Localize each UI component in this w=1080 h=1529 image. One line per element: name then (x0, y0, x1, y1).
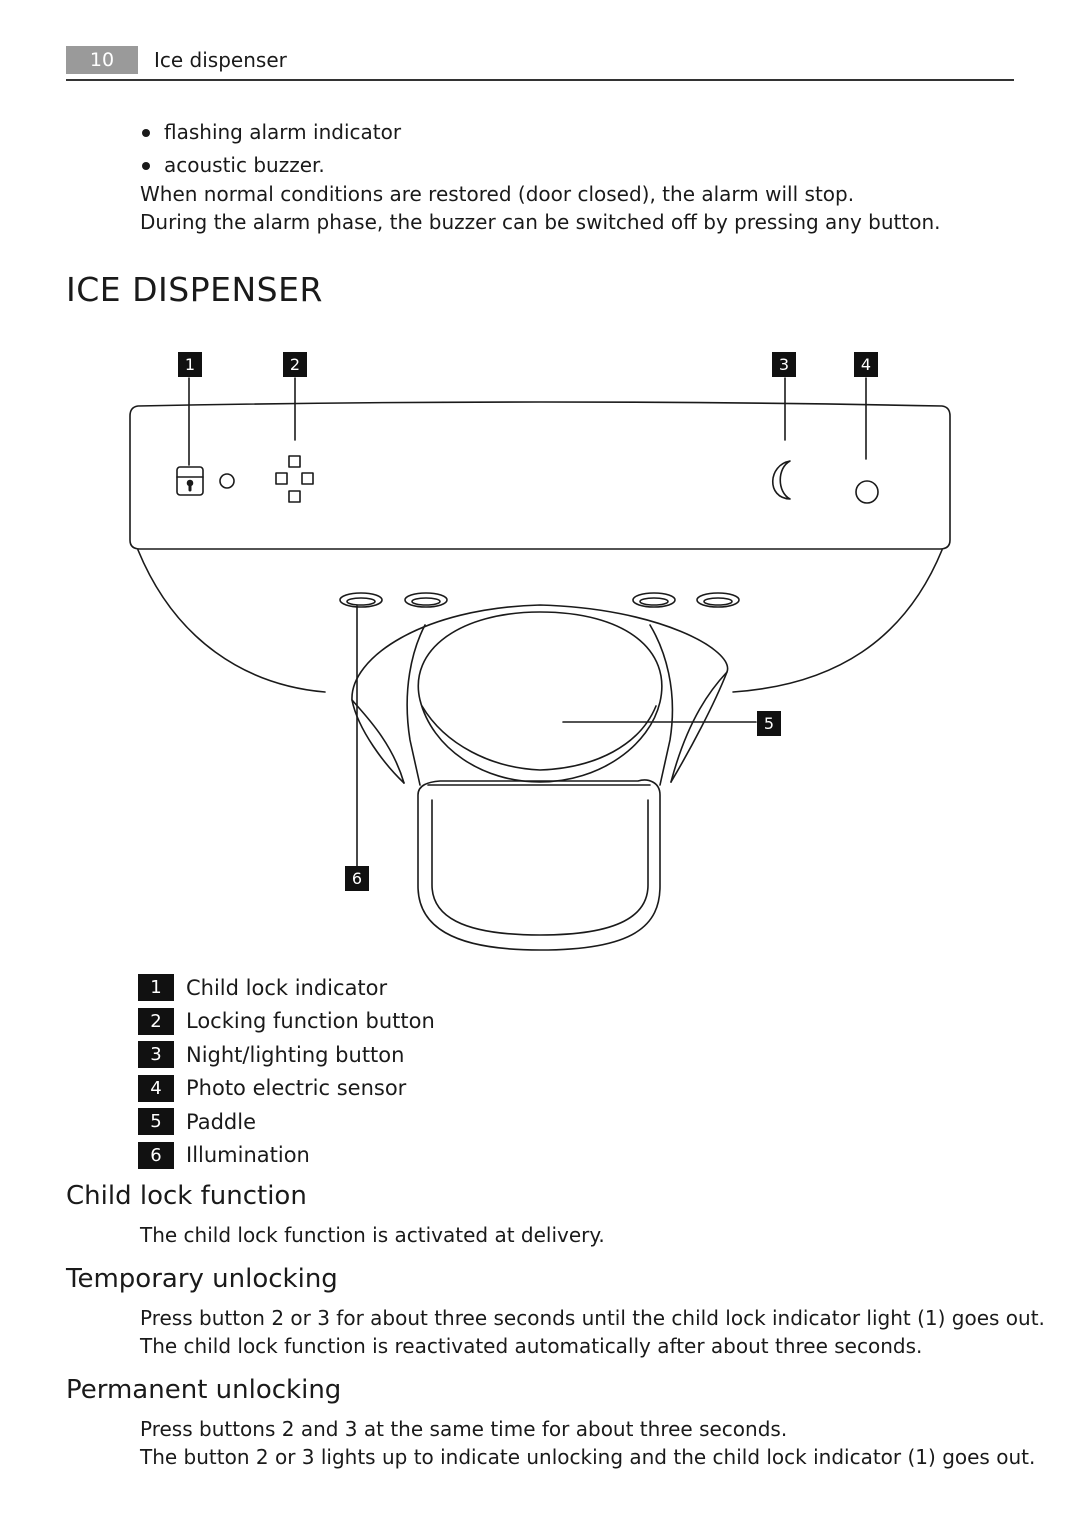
page-header: 10 Ice dispenser (66, 44, 1014, 81)
photo-sensor-icon (855, 480, 879, 504)
alarm-paragraph-2: During the alarm phase, the buzzer can b… (140, 210, 941, 234)
moon-icon (772, 460, 791, 500)
legend-label: Illumination (186, 1143, 310, 1168)
callout-4: 4 (854, 352, 878, 377)
paddle-hood (351, 604, 729, 784)
bullet-item: acoustic buzzer. (140, 149, 401, 182)
alarm-bullet-list: flashing alarm indicator acoustic buzzer… (140, 116, 401, 182)
legend-number: 1 (138, 974, 174, 1002)
legend-number: 4 (138, 1074, 174, 1102)
legend-item: 3 Night/lighting button (138, 1038, 435, 1072)
legend-item: 4 Photo electric sensor (138, 1072, 435, 1106)
legend-number: 6 (138, 1141, 174, 1169)
legend-item: 2 Locking function button (138, 1005, 435, 1039)
child-lock-text: The child lock function is activated at … (140, 1223, 605, 1247)
bullet-item: flashing alarm indicator (140, 116, 401, 149)
legend-item: 5 Paddle (138, 1105, 435, 1139)
diagram-legend: 1 Child lock indicator 2 Locking functio… (138, 971, 435, 1172)
temporary-unlocking-line-1: Press button 2 or 3 for about three seco… (140, 1306, 1045, 1330)
callout-3: 3 (772, 352, 796, 377)
permanent-unlocking-line-2: The button 2 or 3 lights up to indicate … (140, 1445, 1036, 1469)
illumination-light (632, 592, 676, 608)
svg-text:3: 3 (779, 355, 789, 374)
illumination-light (696, 592, 740, 608)
dispenser-housing (137, 549, 326, 693)
legend-number: 2 (138, 1007, 174, 1035)
locking-grid-icon (275, 455, 314, 503)
paddle-lever (417, 779, 661, 951)
svg-text:4: 4 (861, 355, 871, 374)
legend-item: 1 Child lock indicator (138, 971, 435, 1005)
svg-text:6: 6 (352, 869, 362, 888)
section-title: Ice dispenser (154, 48, 287, 72)
svg-text:2: 2 (290, 355, 300, 374)
page-number: 10 (66, 46, 138, 74)
svg-text:5: 5 (764, 714, 774, 733)
child-lock-heading: Child lock function (66, 1181, 307, 1211)
legend-label: Child lock indicator (186, 975, 388, 1000)
callout-5: 5 (757, 711, 781, 736)
callout-1: 1 (178, 352, 202, 377)
svg-text:1: 1 (185, 355, 195, 374)
indicator-light-icon (219, 473, 235, 489)
legend-number: 5 (138, 1108, 174, 1136)
callout-6: 6 (345, 866, 369, 891)
legend-label: Paddle (186, 1109, 257, 1134)
alarm-paragraph-1: When normal conditions are restored (doo… (140, 182, 855, 206)
illumination-light (339, 592, 383, 608)
temporary-unlocking-heading: Temporary unlocking (66, 1264, 338, 1294)
header-divider (66, 79, 1014, 81)
paddle-face (417, 611, 663, 783)
legend-number: 3 (138, 1041, 174, 1069)
permanent-unlocking-heading: Permanent unlocking (66, 1375, 342, 1405)
legend-label: Photo electric sensor (186, 1076, 407, 1101)
illumination-light (404, 592, 448, 608)
temporary-unlocking-line-2: The child lock function is reactivated a… (140, 1334, 923, 1358)
lock-icon (176, 466, 204, 496)
page-heading: ICE DISPENSER (66, 270, 323, 309)
ice-dispenser-diagram: 1 2 3 4 5 6 (129, 352, 951, 951)
legend-label: Locking function button (186, 1009, 435, 1034)
permanent-unlocking-line-1: Press buttons 2 and 3 at the same time f… (140, 1417, 788, 1441)
control-panel (129, 401, 951, 550)
legend-label: Night/lighting button (186, 1042, 405, 1067)
legend-item: 6 Illumination (138, 1139, 435, 1173)
callout-2: 2 (283, 352, 307, 377)
